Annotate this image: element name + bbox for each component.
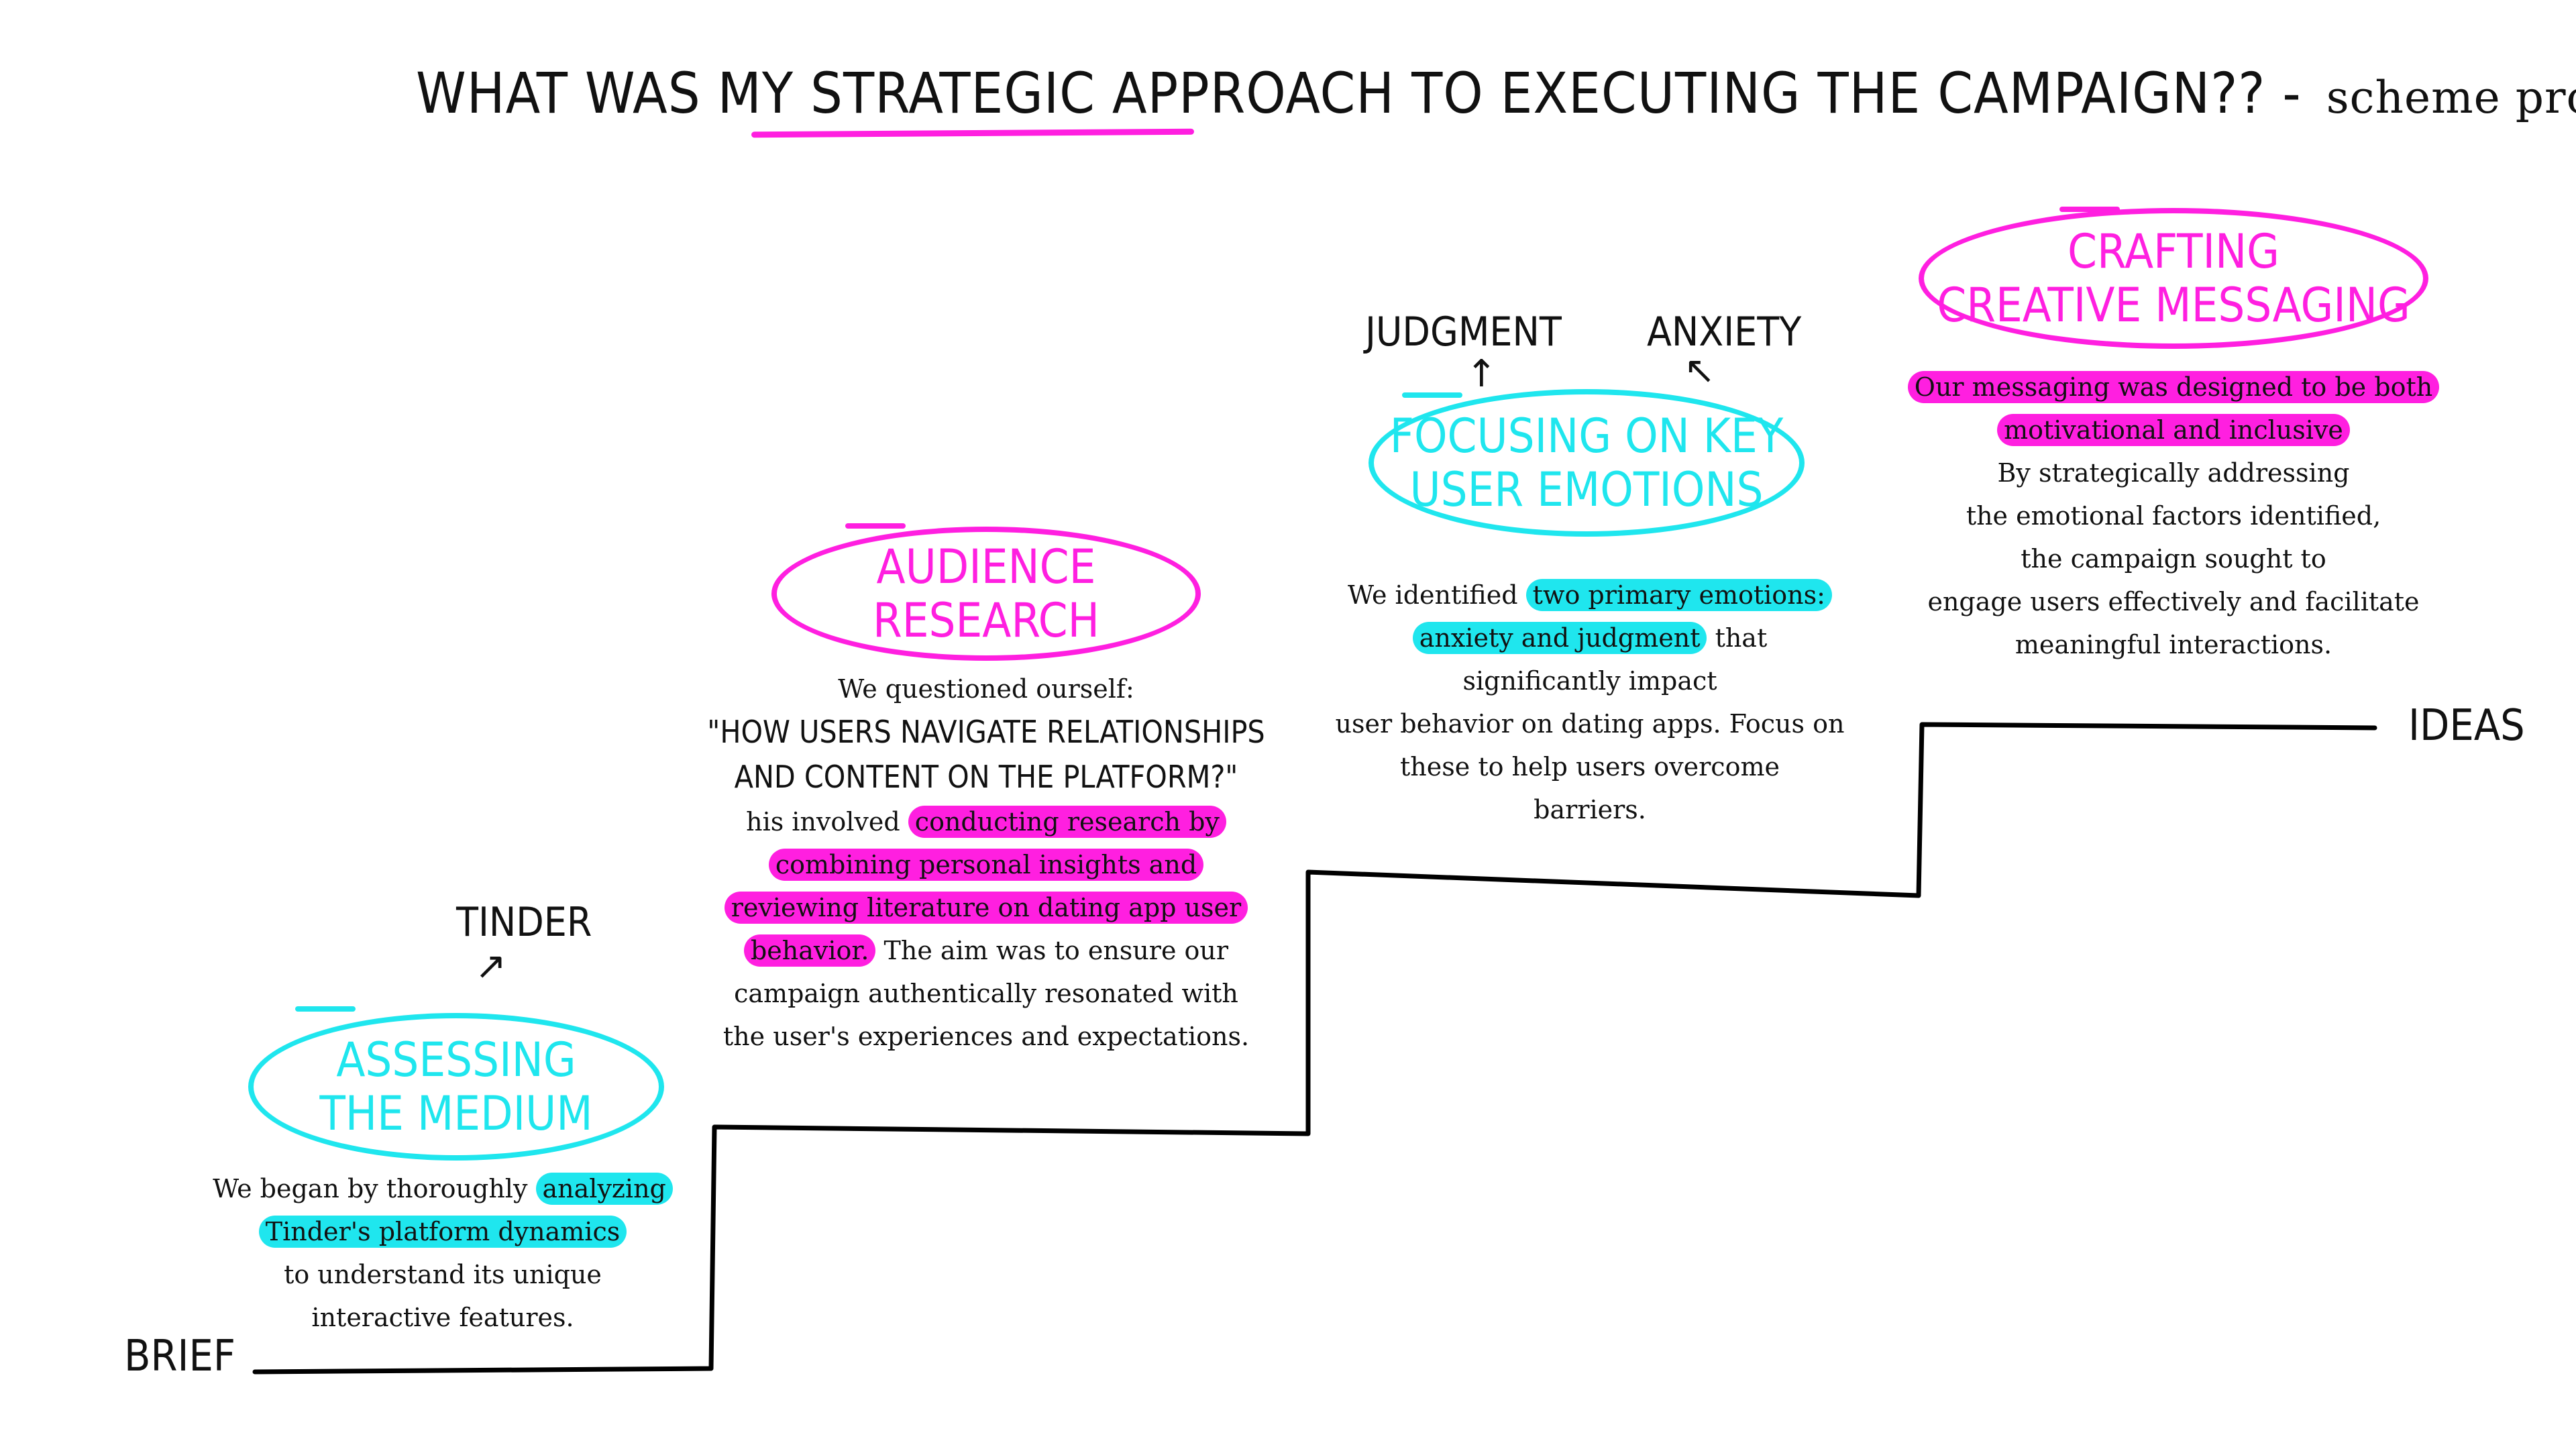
arrow-up-icon: ↖ — [1684, 349, 1715, 392]
step2-quote2: AND CONTENT ON THE PLATFORM?" — [734, 759, 1238, 795]
step1-text-c: interactive features. — [311, 1303, 574, 1332]
step4-line4: engage users effectively and facilitate — [1927, 587, 2420, 616]
step4-highlight-1: Our messaging was designed to be both — [1907, 371, 2440, 403]
step4-heading-line1: CRAFTING — [2068, 224, 2279, 279]
step2-line3: The aim was to ensure our — [875, 936, 1229, 965]
step2-text: We questioned ourself: "HOW USERS NAVIGA… — [698, 667, 1275, 1058]
step3-line5: these to help users overcome — [1400, 752, 1780, 782]
step2-heading-line2: RESEARCH — [872, 593, 1099, 648]
start-label: BRIEF — [124, 1332, 235, 1381]
title-highlight: STRATEGIC APPROACH — [810, 60, 1395, 126]
step2-line2: his involved — [746, 807, 908, 837]
step4-heading-line2: CREATIVE MESSAGING — [1937, 278, 2410, 333]
step3-line4: user behavior on dating apps. Focus on — [1335, 709, 1845, 739]
step1-highlight-1: analyzing — [535, 1173, 673, 1205]
step3-tag-right: ANXIETY — [1647, 309, 1802, 356]
step4-highlight-2: motivational and inclusive — [1997, 414, 2350, 446]
step2-heading-line1: AUDIENCE — [876, 539, 1096, 594]
step1-accent — [295, 1006, 356, 1012]
step2-line4: campaign authentically resonated with — [734, 979, 1238, 1008]
step3-heading-line2: USER EMOTIONS — [1409, 462, 1764, 517]
step4-accent — [2059, 207, 2120, 212]
step1-heading-line2: THE MEDIUM — [319, 1086, 593, 1141]
step3-accent — [1402, 392, 1462, 398]
step2-quote1: "HOW USERS NAVIGATE RELATIONSHIPS — [707, 714, 1265, 750]
step4-line5: meaningful interactions. — [2015, 630, 2332, 659]
step1-text: We began by thoroughly analyzing Tinder'… — [188, 1167, 698, 1339]
step1-highlight-2: Tinder's platform dynamics — [258, 1216, 627, 1248]
step2-highlight-1: conducting research by — [908, 806, 1226, 838]
step2-accent — [845, 523, 906, 529]
end-label: IDEAS — [2408, 701, 2525, 751]
step1-text-b: to understand its unique — [284, 1260, 602, 1289]
step2-highlight-3: reviewing literature on dating app user — [724, 892, 1248, 924]
step3-tag-left: JUDGMENT — [1365, 309, 1562, 356]
step1-text-a: We began by thoroughly — [213, 1174, 536, 1203]
step3-line3: significantly impact — [1462, 666, 1717, 696]
step2-line5: the user's experiences and expectations. — [722, 1022, 1250, 1051]
step3-line2: that — [1707, 623, 1768, 653]
title-subtitle: scheme process — [2326, 72, 2576, 123]
arrow-up-icon: ↑ — [1466, 352, 1497, 396]
title-part2: TO EXECUTING THE CAMPAIGN?? - — [1395, 60, 2318, 126]
page-title: WHAT WAS MY STRATEGIC APPROACH TO EXECUT… — [416, 60, 2576, 126]
step2-highlight-4: behavior. — [743, 934, 876, 967]
step3-line6: barriers. — [1534, 795, 1646, 824]
step2-highlight-2: combining personal insights and — [768, 849, 1204, 881]
step1-tag: TINDER — [456, 899, 592, 946]
step3-heading-line1: FOCUSING ON KEY — [1389, 409, 1784, 464]
title-part1: WHAT WAS MY — [416, 60, 811, 126]
step4-line3: the campaign sought to — [2021, 544, 2326, 574]
step3-highlight-1: two primary emotions: — [1525, 579, 1832, 611]
step3-text: We identified two primary emotions: anxi… — [1315, 574, 1865, 831]
step4-text: Our messaging was designed to be both mo… — [1878, 366, 2469, 666]
step2-line1: We questioned ourself: — [838, 674, 1134, 704]
step3-highlight-2: anxiety and judgment — [1412, 622, 1707, 654]
step1-heading-line1: ASSESSING — [336, 1032, 576, 1087]
step4-line2: the emotional factors identified, — [1966, 501, 2381, 531]
arrow-up-icon: ↗ — [475, 945, 506, 988]
step3-line1: We identified — [1348, 580, 1526, 610]
step4-line1: By strategically addressing — [1997, 458, 2350, 488]
